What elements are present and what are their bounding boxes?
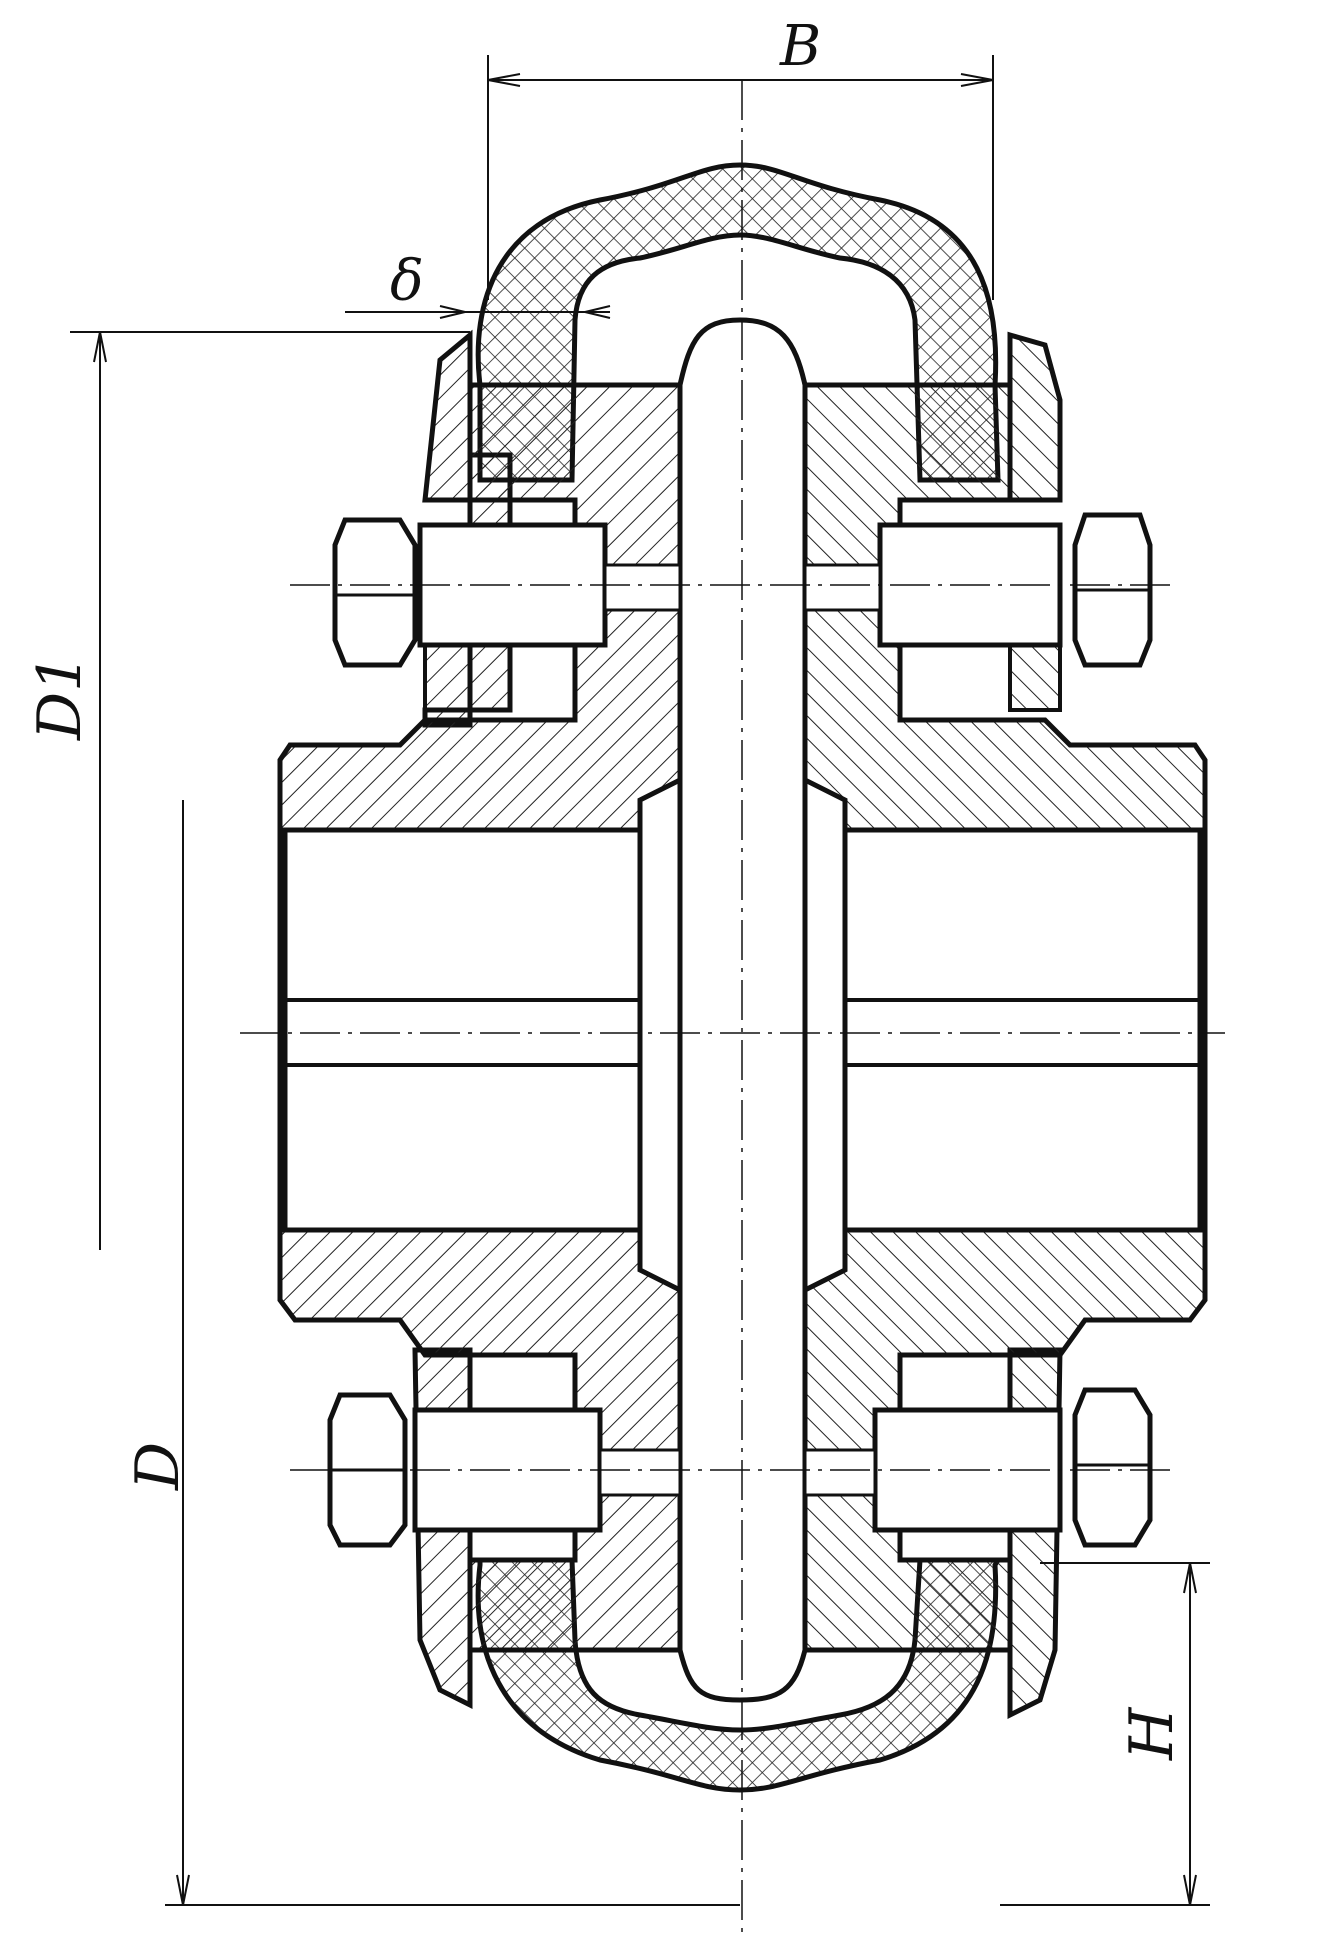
dimension-label-b: B	[779, 14, 821, 79]
dimension-b	[487, 55, 994, 300]
centre-lines	[240, 80, 1225, 1940]
dimension-delta	[345, 305, 611, 319]
bolt-upper-left	[332, 517, 682, 668]
dimension-label-d1: D1	[25, 654, 95, 741]
rubber-tire-top	[475, 162, 1001, 483]
dimension-label-delta: δ	[390, 249, 424, 314]
dimension-label-h: H	[1117, 1706, 1187, 1761]
dimension-d1	[70, 331, 470, 1250]
dimension-h	[1000, 1562, 1210, 1906]
right-shaft-bore	[842, 827, 1203, 1233]
left-shaft-bore	[282, 827, 643, 1233]
bolt-lower-right	[803, 1387, 1153, 1548]
dimension-label-d: D	[123, 1442, 193, 1491]
dimension-d	[165, 800, 740, 1906]
clamp-ring-right-top	[1007, 331, 1063, 712]
